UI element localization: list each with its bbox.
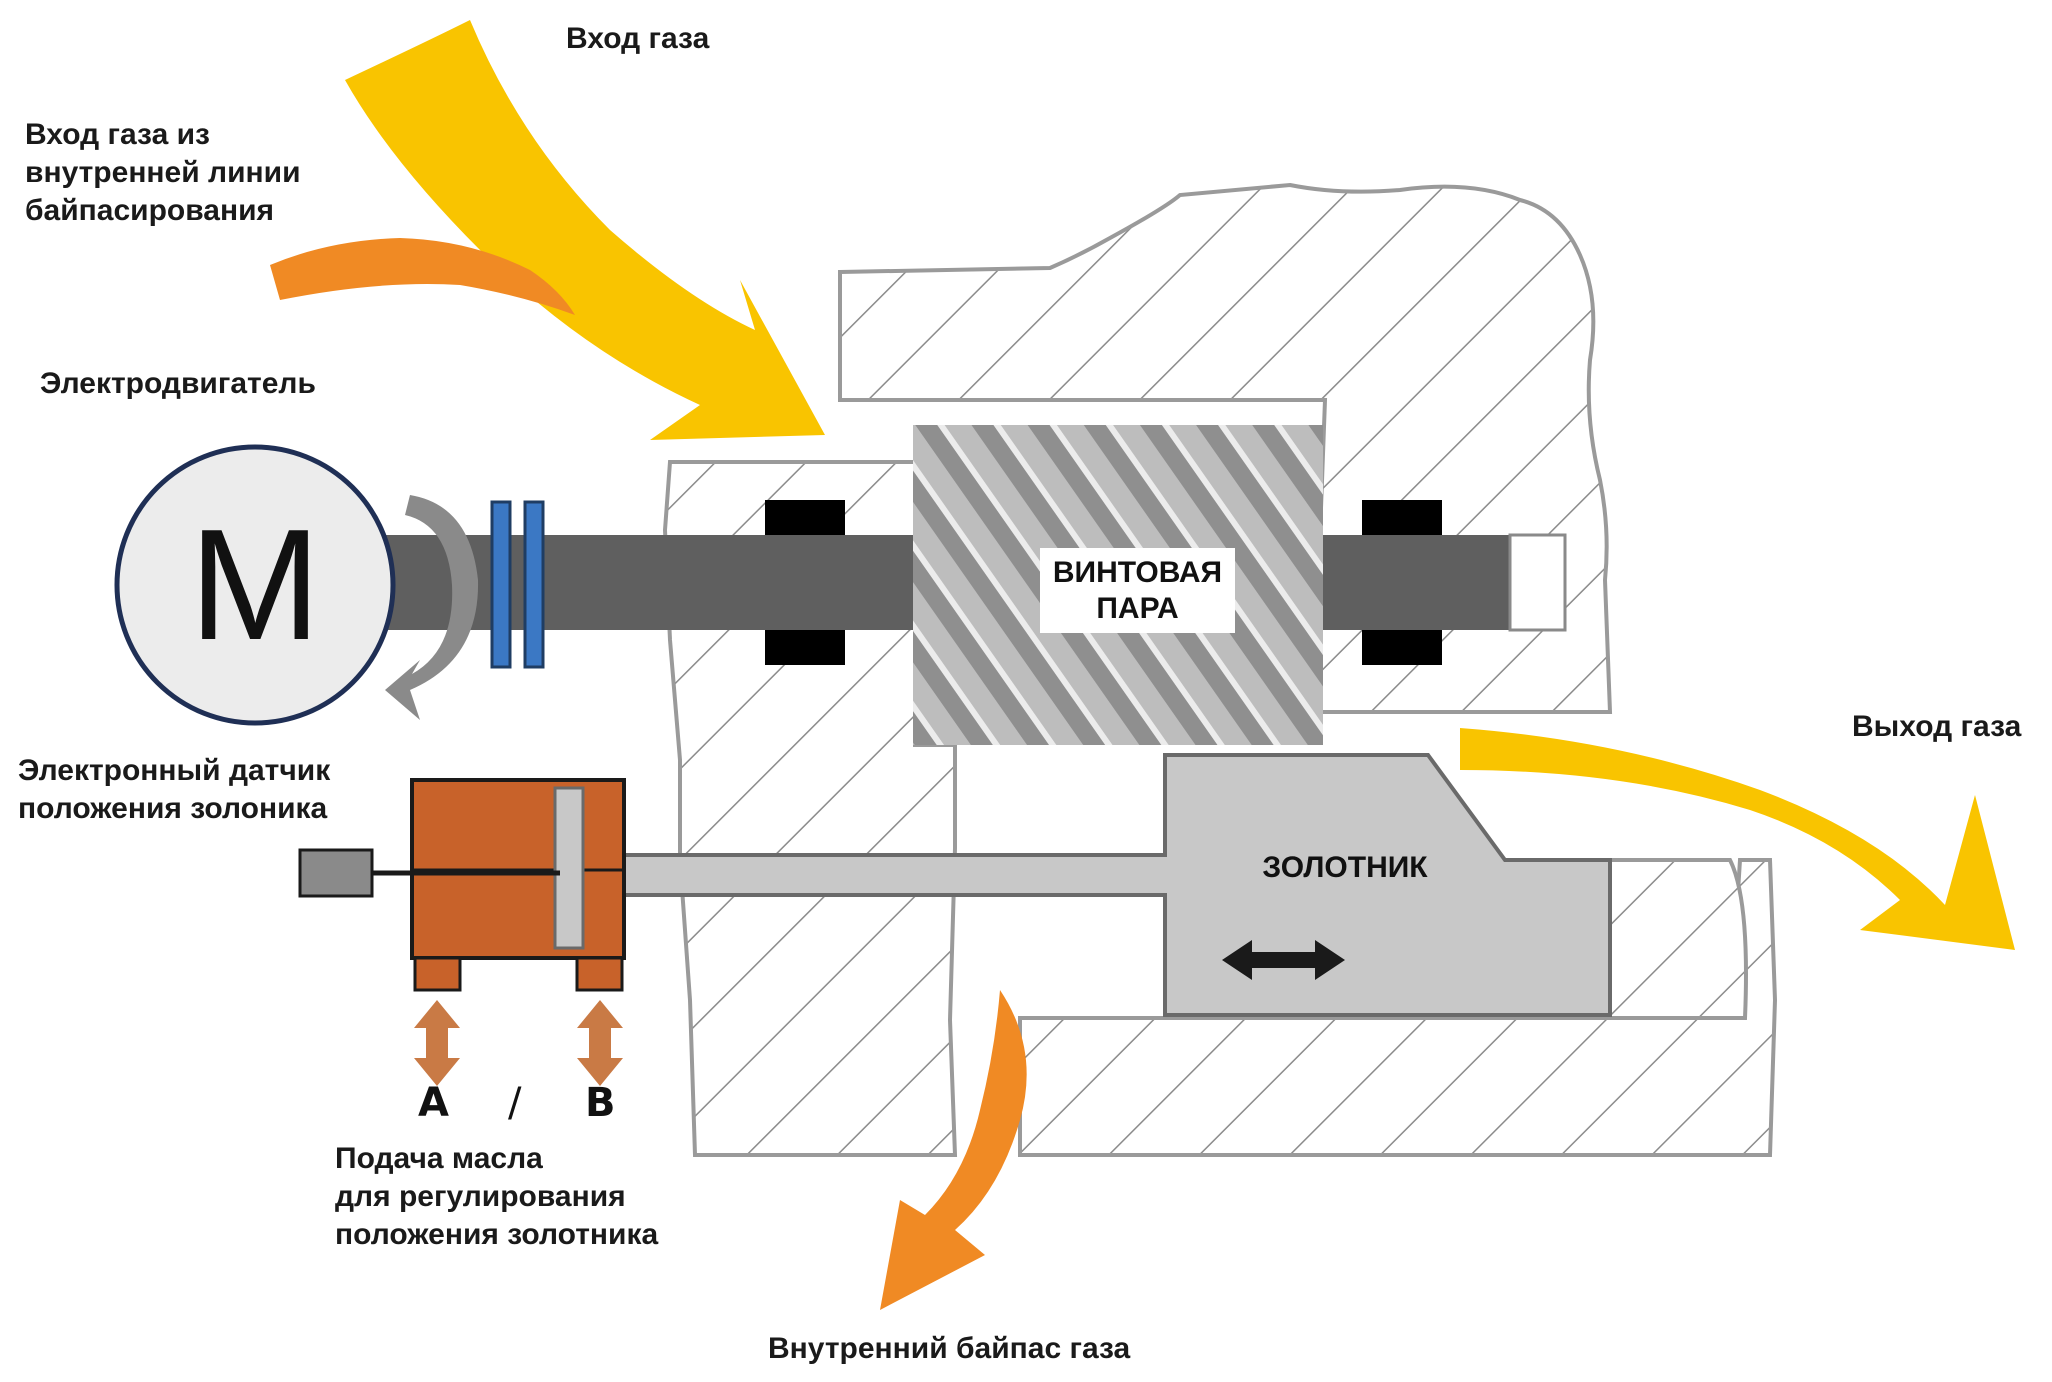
oil-arrow-b: [577, 1000, 623, 1086]
screw-pair-line-2: ПАРА: [1096, 592, 1179, 625]
right-seal-bottom: [1362, 630, 1442, 665]
slide-valve-body: [598, 753, 1612, 1017]
gas-inlet-arrow: [345, 20, 825, 440]
rotation-arrow: [385, 495, 479, 720]
label-bypass-outlet: Внутренний байпас газа: [768, 1332, 1131, 1365]
oil-line-1: Подача масла: [335, 1142, 543, 1175]
label-bypass-inlet: Вход газа из внутренней линии байпасиров…: [25, 116, 301, 230]
motor-housing: [114, 444, 396, 726]
oil-line-3: положения золотника: [335, 1218, 659, 1251]
label-screw-pair: ВИНТОВАЯ ПАРА: [1040, 555, 1235, 627]
label-gas-inlet: Вход газа: [566, 22, 710, 55]
oil-line-2: для регулирования: [335, 1180, 626, 1213]
piston-head: [553, 786, 585, 950]
label-oil-supply: Подача масла для регулирования положения…: [335, 1140, 658, 1254]
label-slide-valve: ЗОЛОТНИК: [1262, 851, 1428, 884]
label-port-a: A: [418, 1080, 449, 1126]
sensor-line-1: Электронный датчик: [18, 754, 331, 787]
label-motor: Электродвигатель: [40, 367, 316, 400]
actuator-port-b: [575, 956, 624, 992]
coupling-disc-2: [523, 500, 545, 669]
coupling-disc-1: [490, 500, 512, 669]
label-port-b: B: [585, 1080, 616, 1126]
label-gas-outlet: Выход газа: [1852, 710, 2022, 743]
label-position-sensor: Электронный датчик положения золоника: [18, 752, 330, 828]
left-seal-top: [765, 500, 845, 535]
right-seal-top: [1362, 500, 1442, 535]
screw-pair-line-1: ВИНТОВАЯ: [1052, 556, 1223, 589]
oil-arrow-a: [414, 1000, 460, 1086]
shaft-end-cap: [1508, 533, 1567, 632]
bypass-outlet-arrow: [880, 990, 1027, 1310]
bypass-inlet-line-1: Вход газа из: [25, 118, 210, 151]
label-port-separator: /: [508, 1080, 522, 1126]
bypass-inlet-line-2: внутренней линии: [25, 156, 301, 189]
screw-label-box: [1040, 548, 1235, 633]
left-seal-bottom: [765, 630, 845, 665]
bypass-inlet-line-3: байпасирования: [25, 194, 275, 227]
gas-outlet-arrow: [1460, 728, 2015, 950]
slide-direction-arrow: [1222, 940, 1345, 980]
right-housing-block: [1608, 858, 1748, 1020]
actuator-port-a: [413, 956, 462, 992]
position-sensor: [298, 848, 374, 898]
bypass-inlet-arrow: [270, 238, 575, 315]
motor-symbol: M: [189, 497, 321, 673]
sensor-line-2: положения золоника: [18, 792, 328, 825]
